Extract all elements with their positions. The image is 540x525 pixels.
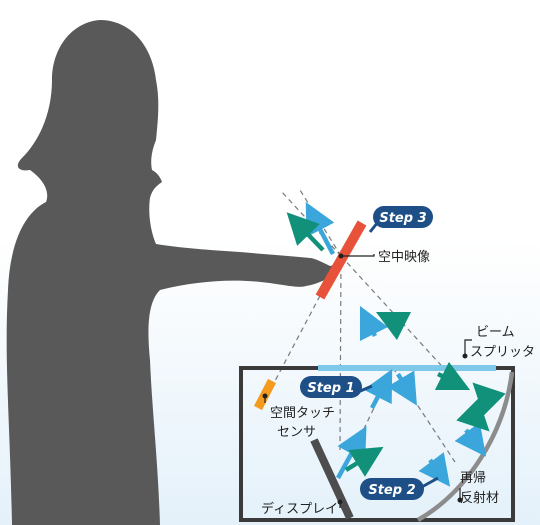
step2-label: Step 2 (368, 483, 415, 498)
step1-badge: Step 1 (300, 376, 373, 398)
step1-label: Step 1 (307, 381, 354, 396)
green-arrows (286, 212, 506, 477)
aerial-image-bar (315, 220, 367, 300)
display-label: ディスプレイ (261, 501, 338, 517)
aerial-image-label: 空中映像 (378, 250, 430, 265)
retroreflector-label-line1: 再帰 (460, 470, 486, 486)
retroreflector-label-line2: 反射材 (460, 490, 499, 506)
callout-leaders (264, 254, 472, 508)
step3-label: Step 3 (379, 211, 426, 226)
display-panel (310, 438, 354, 520)
person-silhouette (6, 20, 339, 525)
touch-sensor-label-line2: センサ (277, 425, 316, 440)
beam-splitter-label-line1: ビーム (476, 325, 515, 340)
callout-dots (262, 253, 468, 505)
touch-sensor-label-line1: 空間タッチ (270, 406, 335, 421)
step2-badge: Step 2 (360, 476, 439, 500)
step3-badge: Step 3 (368, 206, 433, 233)
beam-splitter-label-line2: スプリッタ (470, 345, 535, 360)
